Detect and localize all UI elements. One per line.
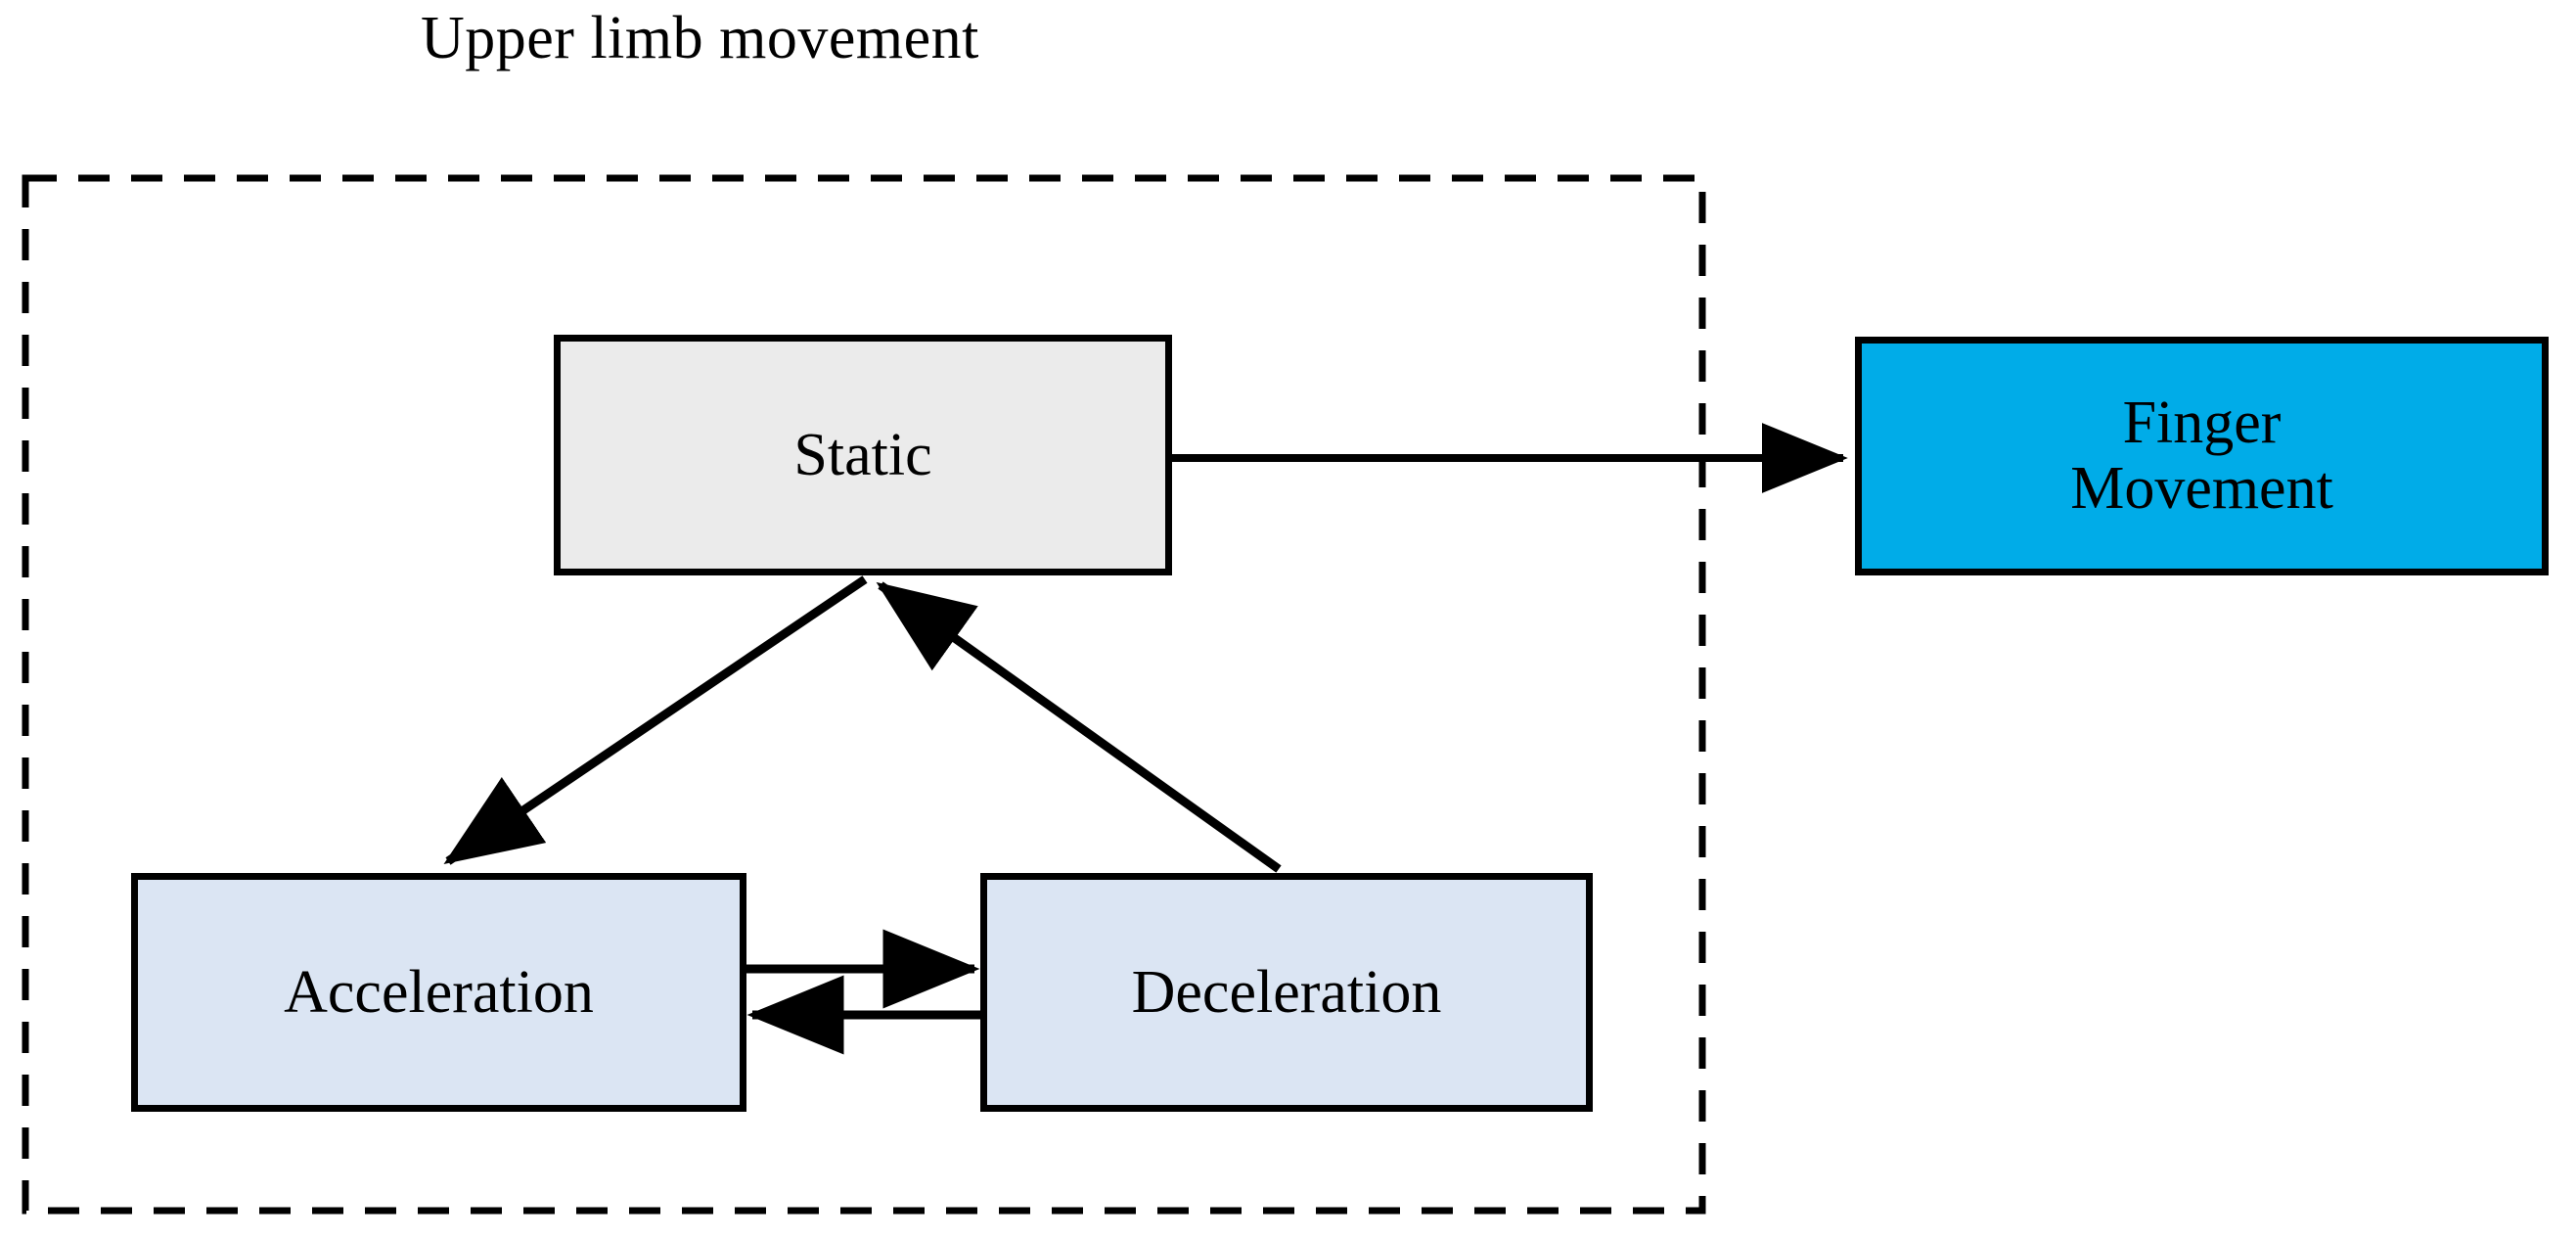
- edge-deceleration-to-static: [876, 581, 1282, 873]
- node-deceleration-label: Deceleration: [1131, 958, 1442, 1026]
- node-static-label: Static: [793, 421, 932, 488]
- node-acceleration[interactable]: Acceleration: [131, 873, 746, 1112]
- node-finger-movement[interactable]: Finger Movement: [1855, 337, 2549, 575]
- page-title: Upper limb movement: [421, 5, 979, 71]
- node-acceleration-label: Acceleration: [284, 958, 594, 1026]
- node-deceleration[interactable]: Deceleration: [980, 873, 1593, 1112]
- node-static[interactable]: Static: [554, 335, 1172, 575]
- node-finger-movement-label: Finger Movement: [2070, 390, 2333, 522]
- edge-static-to-acceleration: [443, 575, 868, 865]
